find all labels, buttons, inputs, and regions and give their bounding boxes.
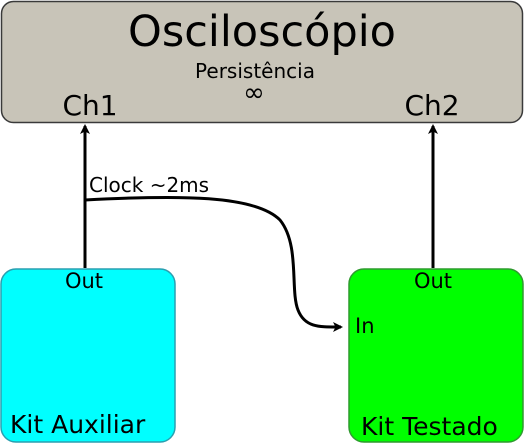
tested-kit-out-label: Out <box>414 269 452 293</box>
clock-label: Clock ~2ms <box>89 173 209 197</box>
aux-kit-label: Kit Auxiliar <box>10 410 146 439</box>
channel-2-label: Ch2 <box>404 89 459 122</box>
tested-kit-label: Kit Testado <box>361 412 498 441</box>
persistence-label: Persistência <box>195 59 315 83</box>
aux-kit-out-label: Out <box>65 269 103 293</box>
oscilloscope-box: Osciloscópio Persistência ∞ Ch1 Ch2 <box>0 0 524 124</box>
tested-kit-in-label: In <box>355 314 375 338</box>
infinity-symbol: ∞ <box>243 78 265 108</box>
oscilloscope-title: Osciloscópio <box>128 7 396 57</box>
channel-1-label: Ch1 <box>62 89 117 122</box>
aux-kit-body <box>0 268 176 443</box>
aux-kit-box: Out Kit Auxiliar <box>0 268 176 443</box>
clock-to-tested-in-arrow <box>84 195 343 333</box>
tested-kit-box: Out In Kit Testado <box>348 268 524 443</box>
tested-kit-body <box>348 268 524 443</box>
oscilloscope-body <box>0 0 524 124</box>
